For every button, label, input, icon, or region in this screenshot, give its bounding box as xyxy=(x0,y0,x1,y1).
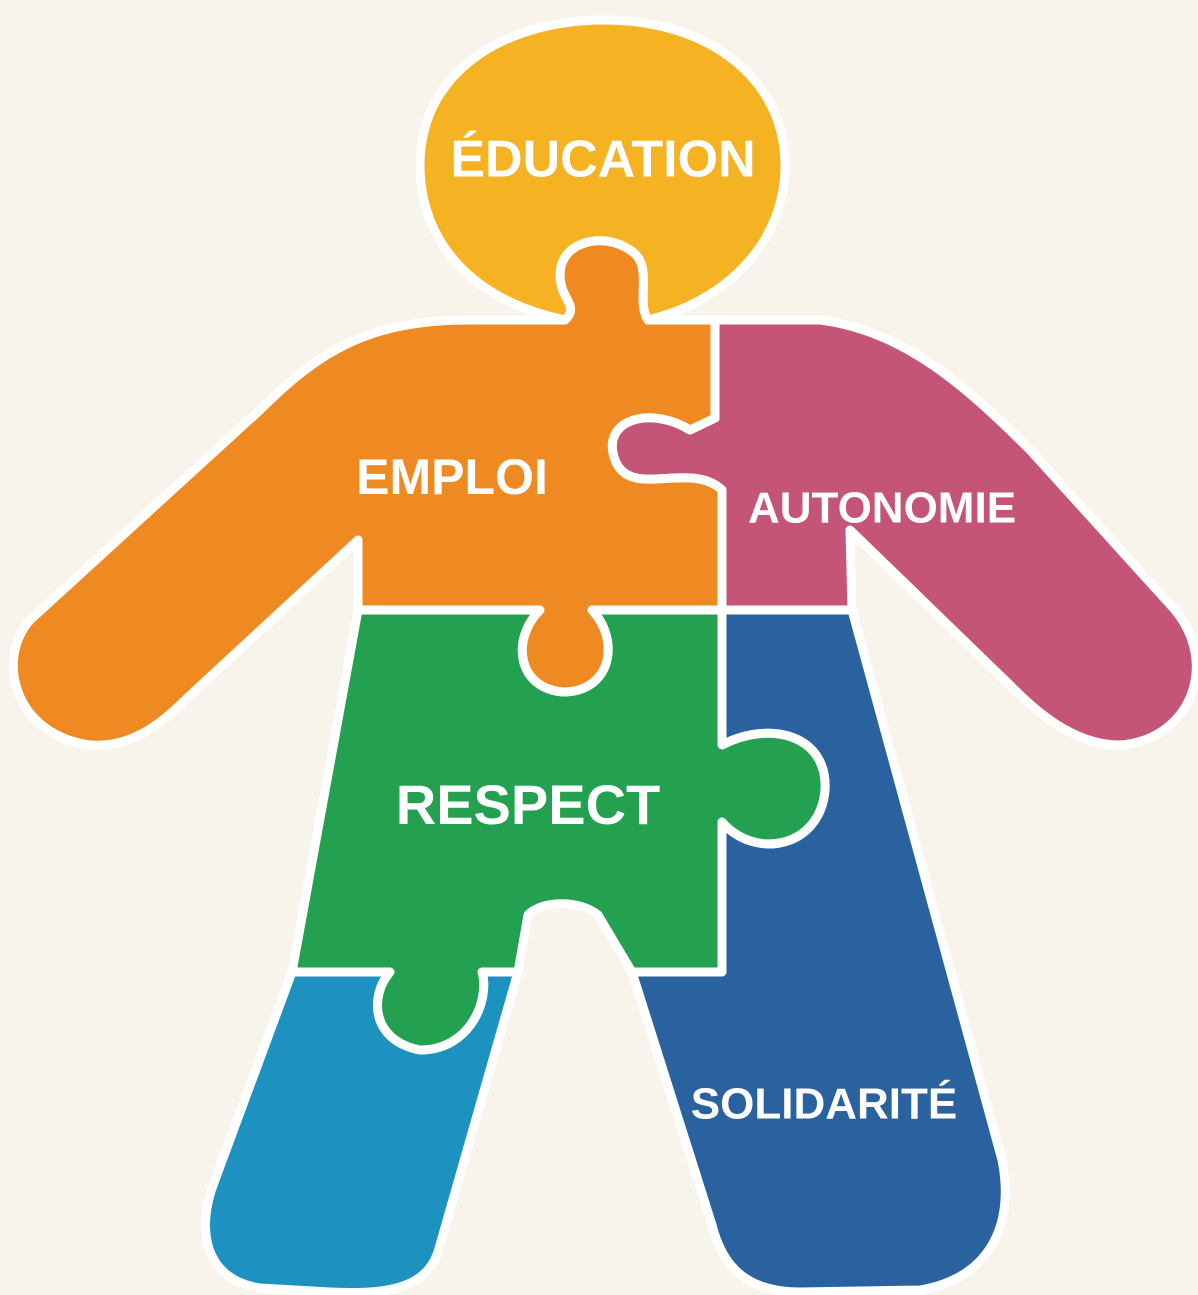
label-education: ÉDUCATION xyxy=(450,131,755,189)
label-emploi: EMPLOI xyxy=(356,449,548,505)
label-autonomie: AUTONOMIE xyxy=(748,484,1016,533)
label-solidarite: SOLIDARITÉ xyxy=(691,1079,957,1129)
label-respect: RESPECT xyxy=(396,773,661,836)
puzzle-piece-education xyxy=(415,15,790,325)
